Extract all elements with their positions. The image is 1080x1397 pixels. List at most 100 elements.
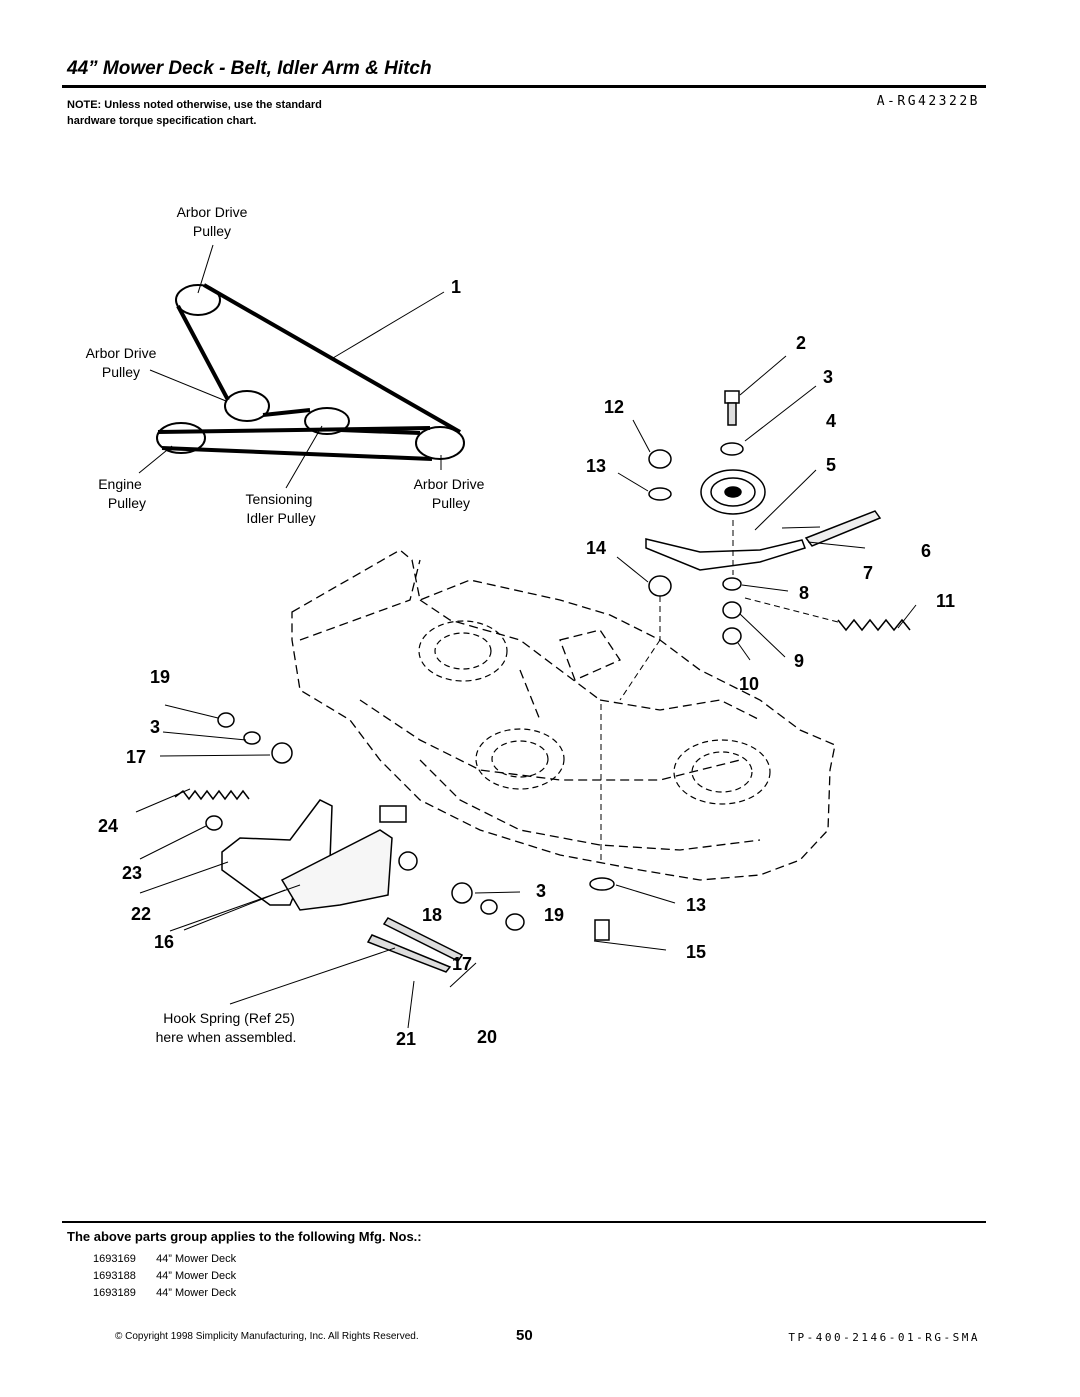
- hook-spring-note-2: here when assembled.: [156, 1029, 297, 1045]
- list-item: 1693189 44” Mower Deck: [93, 1285, 236, 1302]
- idler-arm-6-icon: [645, 538, 806, 571]
- document-code: TP-400-2146-01-RG-SMA: [788, 1331, 980, 1344]
- page-title: 44” Mower Deck - Belt, Idler Arm & Hitch: [67, 58, 432, 79]
- applies-heading: The above parts group applies to the fol…: [67, 1229, 422, 1244]
- label-tension-1: Tensioning: [246, 491, 313, 507]
- bolt-15-icon: [594, 919, 610, 941]
- label-tension-2: Idler Pulley: [246, 510, 315, 526]
- callout-17-lower: 17: [452, 954, 472, 974]
- washer-3-hitch-icon: [243, 731, 261, 745]
- nut-10-icon: [722, 627, 742, 645]
- callout-14: 14: [586, 538, 606, 558]
- nut-24-icon: [205, 815, 223, 831]
- callout-19: 19: [150, 667, 170, 687]
- drive-belt: [157, 283, 461, 461]
- mfg-number: 1693169: [93, 1253, 136, 1265]
- washer-3-icon: [720, 442, 744, 456]
- callout-3: 3: [823, 367, 833, 387]
- callout-6: 6: [921, 541, 931, 561]
- callout-10: 10: [739, 674, 759, 694]
- label-arbor-top-1: Arbor Drive: [177, 204, 248, 220]
- torque-note: NOTE: Unless noted otherwise, use the st…: [67, 99, 322, 127]
- callout-leaders: [135, 355, 917, 1029]
- bolt-2-icon: [724, 390, 740, 404]
- callout-13: 13: [586, 456, 606, 476]
- list-item: 1693188 44” Mower Deck: [93, 1268, 236, 1285]
- diagram-code: A-RG42322B: [876, 94, 980, 109]
- mower-deck-housing: [291, 549, 836, 881]
- arbor-drive-pulley-left: [224, 390, 270, 422]
- list-item: 1693169 44” Mower Deck: [93, 1251, 236, 1268]
- callout-21: 21: [396, 1029, 416, 1049]
- label-engine-2: Pulley: [108, 495, 146, 511]
- callout-2: 2: [796, 333, 806, 353]
- nut-19-icon: [217, 712, 235, 728]
- callout-numbers: 1 2 3 4 5 6 7 8 9 10 11 12 13 14 19 3 17…: [98, 277, 955, 1049]
- label-arbor-top-2: Pulley: [193, 223, 231, 239]
- bolt-hitch-icon: [379, 805, 407, 823]
- callout-24: 24: [98, 816, 118, 836]
- hitch-bracket-22-icon: [280, 829, 393, 911]
- mfg-number: 1693188: [93, 1270, 136, 1282]
- mfg-description: 44” Mower Deck: [156, 1253, 237, 1265]
- arbor-drive-pulley-right: [415, 426, 465, 460]
- label-arbor-left-1: Arbor Drive: [86, 345, 157, 361]
- bushing-18-icon: [451, 882, 473, 904]
- mfg-description: 44” Mower Deck: [156, 1287, 237, 1299]
- callout-4: 4: [826, 411, 836, 431]
- label-arbor-left-2: Pulley: [102, 364, 140, 380]
- spindle-center: [475, 728, 565, 790]
- callout-20: 20: [477, 1027, 497, 1047]
- mfg-number-list: 1693169 44” Mower Deck 1693188 44” Mower…: [93, 1251, 236, 1302]
- callout-3-hitch: 3: [150, 717, 160, 737]
- spring-bracket-7-icon: [804, 510, 882, 547]
- callout-23: 23: [122, 863, 142, 883]
- copyright-notice: © Copyright 1998 Simplicity Manufacturin…: [115, 1331, 419, 1342]
- page-number: 50: [516, 1327, 533, 1344]
- callout-9: 9: [794, 651, 804, 671]
- washer-hitch-icon: [398, 851, 418, 871]
- spindle-housings: [418, 620, 771, 805]
- arbor-drive-pulley-top: [175, 284, 221, 316]
- callout-8: 8: [799, 583, 809, 603]
- belt-schematic: [138, 244, 465, 489]
- callout-17: 17: [126, 747, 146, 767]
- engine-pulley: [156, 422, 206, 454]
- washer-3-lower-icon: [480, 899, 498, 915]
- hitch-rod-20-icon: [382, 917, 464, 962]
- washer-13-lower-icon: [589, 877, 615, 891]
- label-engine-1: Engine: [98, 476, 142, 492]
- callout-11: 11: [936, 591, 955, 611]
- hitch-pin-16-icon: [366, 934, 452, 973]
- mfg-number: 1693189: [93, 1287, 136, 1299]
- nut-9-icon: [722, 601, 742, 619]
- spindle-left: [418, 620, 508, 682]
- callout-22: 22: [131, 904, 151, 924]
- nut-12-icon: [648, 449, 672, 469]
- callout-13-lower: 13: [686, 895, 706, 915]
- label-arbor-right-1: Arbor Drive: [414, 476, 485, 492]
- washer-8-icon: [722, 577, 742, 591]
- hitch-assembly: [174, 712, 615, 973]
- callout-18: 18: [422, 905, 442, 925]
- callout-12: 12: [604, 397, 624, 417]
- title-rule: [62, 85, 986, 88]
- bushing-17-icon: [271, 742, 293, 764]
- bushing-14-icon: [648, 575, 672, 597]
- centerlines: [600, 520, 839, 860]
- spindle-right: [673, 739, 771, 805]
- mfg-description: 44” Mower Deck: [156, 1270, 237, 1282]
- extension-spring-11-icon: [837, 618, 911, 632]
- callout-1: 1: [451, 277, 461, 297]
- callout-16: 16: [154, 932, 174, 952]
- callout-15: 15: [686, 942, 706, 962]
- tensioning-idler-pulley: [304, 407, 350, 435]
- callout-19-lower: 19: [544, 905, 564, 925]
- hook-spring-note-1: Hook Spring (Ref 25): [163, 1010, 295, 1026]
- spring-hitch-icon: [174, 789, 250, 801]
- callout-3-lower: 3: [536, 881, 546, 901]
- callout-7: 7: [863, 563, 873, 583]
- section-rule: [62, 1221, 986, 1223]
- callout-5: 5: [826, 455, 836, 475]
